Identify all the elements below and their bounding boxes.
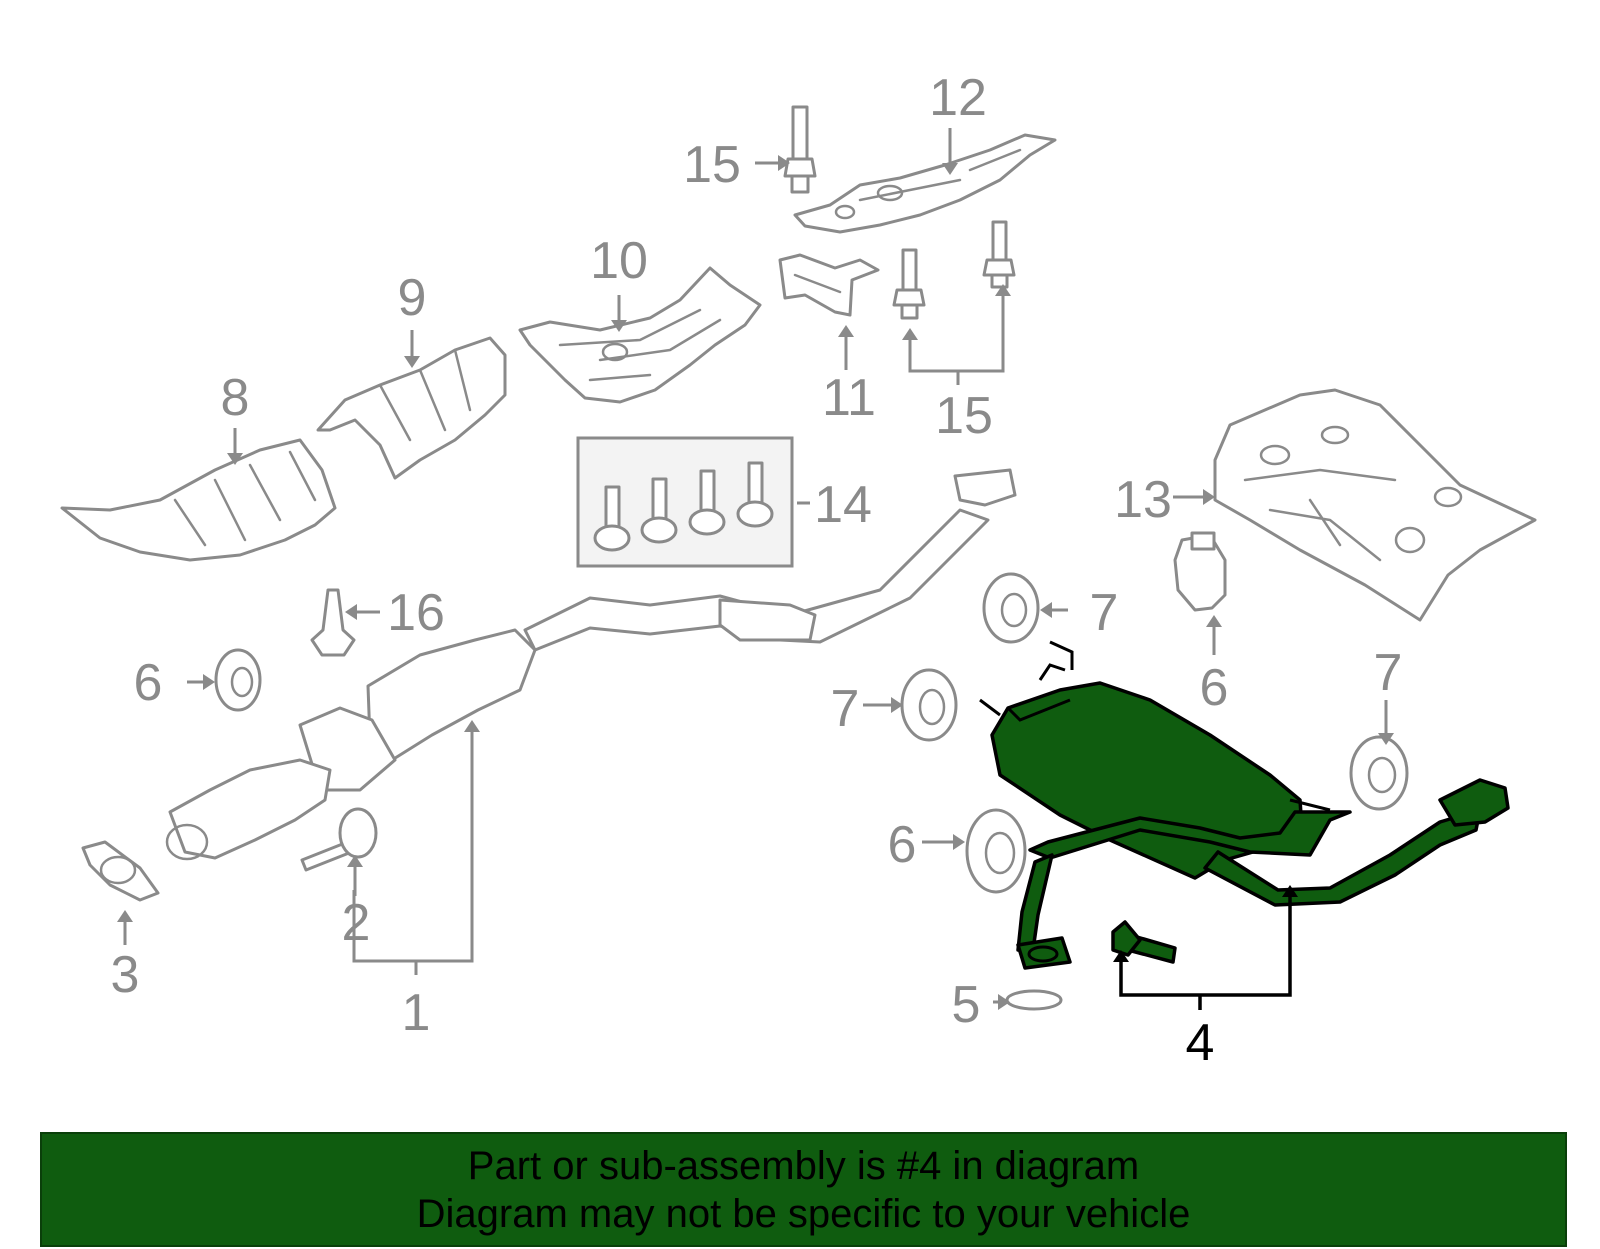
callout-2: 2 (342, 894, 371, 952)
callout-15-top: 15 (683, 136, 741, 194)
part-13-floor-heat-shield[interactable] (1213, 388, 1537, 622)
part-15-bolt-mid-left[interactable] (892, 248, 926, 320)
part-5-gasket-ring[interactable] (1005, 989, 1063, 1011)
callout-3: 3 (111, 946, 140, 1004)
part-8-heat-shield[interactable] (60, 438, 337, 562)
callout-13: 13 (1114, 471, 1172, 529)
callout-12: 12 (929, 69, 987, 127)
callout-16: 16 (387, 584, 445, 642)
notice-line-2: Diagram may not be specific to your vehi… (416, 1191, 1191, 1236)
part-11-bracket[interactable] (778, 253, 880, 317)
part-9-heat-shield[interactable] (316, 336, 507, 480)
leader-lines (117, 128, 1394, 1010)
callout-9: 9 (398, 269, 427, 327)
callout-5: 5 (952, 976, 981, 1034)
callout-8: 8 (221, 369, 250, 427)
callout-10: 10 (590, 232, 648, 290)
part-7-hanger-left[interactable] (900, 668, 958, 742)
part-6-hanger-bottom[interactable] (965, 808, 1027, 894)
notice-banner: Part or sub-assembly is #4 in diagram Di… (40, 1132, 1567, 1247)
part-6-hanger-left[interactable] (214, 648, 262, 712)
callout-6-right: 6 (1200, 659, 1229, 717)
part-12-heat-shield-bracket[interactable] (793, 133, 1057, 234)
callout-6-bottom: 6 (888, 816, 917, 874)
callout-6-left: 6 (134, 654, 163, 712)
part-3-gasket[interactable] (81, 840, 160, 902)
callout-4: 4 (1186, 1014, 1215, 1072)
part-14-bolt-kit[interactable] (576, 436, 794, 568)
part-6-hanger-right[interactable] (1173, 531, 1227, 612)
callout-labels: 12 15 10 9 8 11 15 14 13 16 6 7 6 7 7 6 … (111, 69, 1403, 1072)
notice-line-1: Part or sub-assembly is #4 in diagram (467, 1143, 1140, 1188)
callout-14: 14 (814, 476, 872, 534)
part-2-stud-bolt[interactable] (300, 807, 378, 872)
part-15-bolt-mid-right[interactable] (982, 220, 1016, 289)
callout-7-top: 7 (1090, 584, 1119, 642)
part-10-heat-shield[interactable] (518, 266, 762, 404)
callout-7-right: 7 (1374, 644, 1403, 702)
callout-1: 1 (402, 984, 431, 1042)
callout-11: 11 (822, 369, 876, 427)
callout-7-left: 7 (831, 680, 860, 738)
part-4-muffler-and-pipe[interactable] (979, 640, 1510, 970)
leader-lines-part-4 (1113, 885, 1298, 1010)
callout-15-bottom: 15 (935, 387, 993, 445)
part-15-bolt-top[interactable] (783, 105, 817, 194)
part-16-clip[interactable] (310, 588, 356, 657)
part-7-hanger-right[interactable] (1349, 735, 1409, 811)
part-7-hanger-top[interactable] (982, 572, 1040, 644)
part-1-front-pipe-catalytic-converter[interactable] (165, 468, 1017, 861)
